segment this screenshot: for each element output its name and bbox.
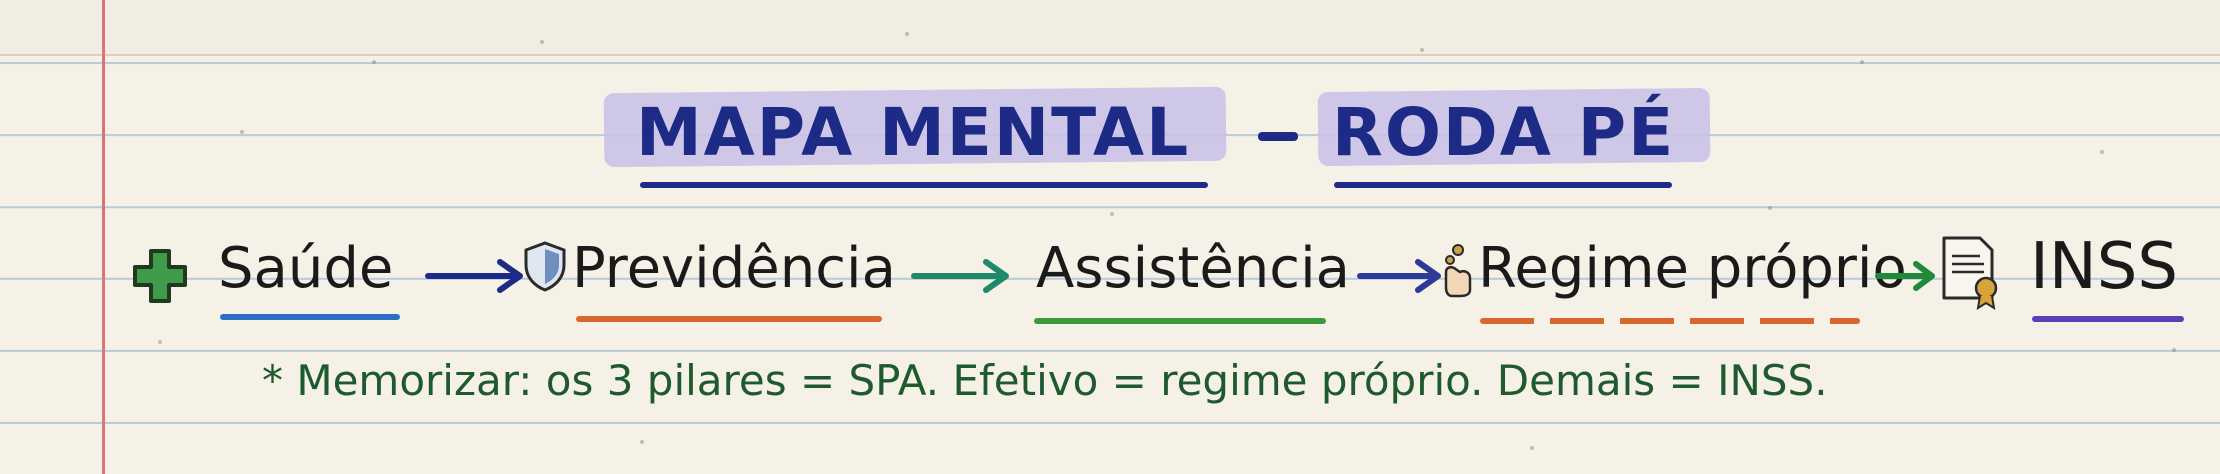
node-saude-underline: [220, 314, 400, 320]
node-inss: INSS: [2030, 230, 2178, 304]
arrow-right-icon: [425, 259, 523, 293]
concept-flow: Saúde Previdência Assistência Regime pró…: [0, 228, 2220, 338]
paper-speck: [2172, 348, 2176, 352]
paper-speck: [1110, 212, 1114, 216]
margin-line: [102, 0, 105, 474]
hand-coins-icon: [1444, 244, 1472, 298]
node-saude: Saúde: [218, 236, 394, 301]
arrow-right-icon: [911, 259, 1009, 293]
title-underline-right: [1334, 182, 1672, 188]
node-regime-proprio: Regime próprio: [1478, 236, 1907, 301]
node-previdencia-underline: [576, 316, 882, 322]
title-right: RODA PÉ: [1332, 94, 1676, 171]
paper-speck: [158, 340, 162, 344]
arrow-right-icon: [1875, 261, 1935, 291]
node-assistencia: Assistência: [1036, 236, 1350, 301]
node-previdencia: Previdência: [572, 236, 896, 301]
paper-speck: [240, 130, 244, 134]
arrow-right-icon: [1357, 259, 1441, 293]
node-regime-proprio-underline: [1480, 318, 1860, 324]
paper-speck: [2100, 150, 2104, 154]
page-top-edge: [0, 0, 2220, 56]
paper-speck: [1420, 48, 1424, 52]
certificate-document-icon: [1942, 236, 1998, 310]
paper-speck: [905, 32, 909, 36]
memorization-note: * Memorizar: os 3 pilares = SPA. Efetivo…: [262, 356, 1828, 405]
title-separator: [1258, 132, 1298, 141]
paper-speck: [540, 40, 544, 44]
paper-speck: [1768, 206, 1772, 210]
green-cross-icon: [133, 249, 187, 303]
paper-speck: [1860, 60, 1864, 64]
shield-icon: [524, 241, 566, 292]
paper-speck: [640, 440, 644, 444]
title-left: MAPA MENTAL: [636, 94, 1191, 171]
node-inss-underline: [2032, 316, 2184, 322]
node-assistencia-underline: [1034, 318, 1326, 324]
paper-speck: [372, 60, 376, 64]
title-block: MAPA MENTAL RODA PÉ: [0, 86, 2220, 198]
title-underline-left: [640, 182, 1208, 188]
paper-speck: [1530, 446, 1534, 450]
